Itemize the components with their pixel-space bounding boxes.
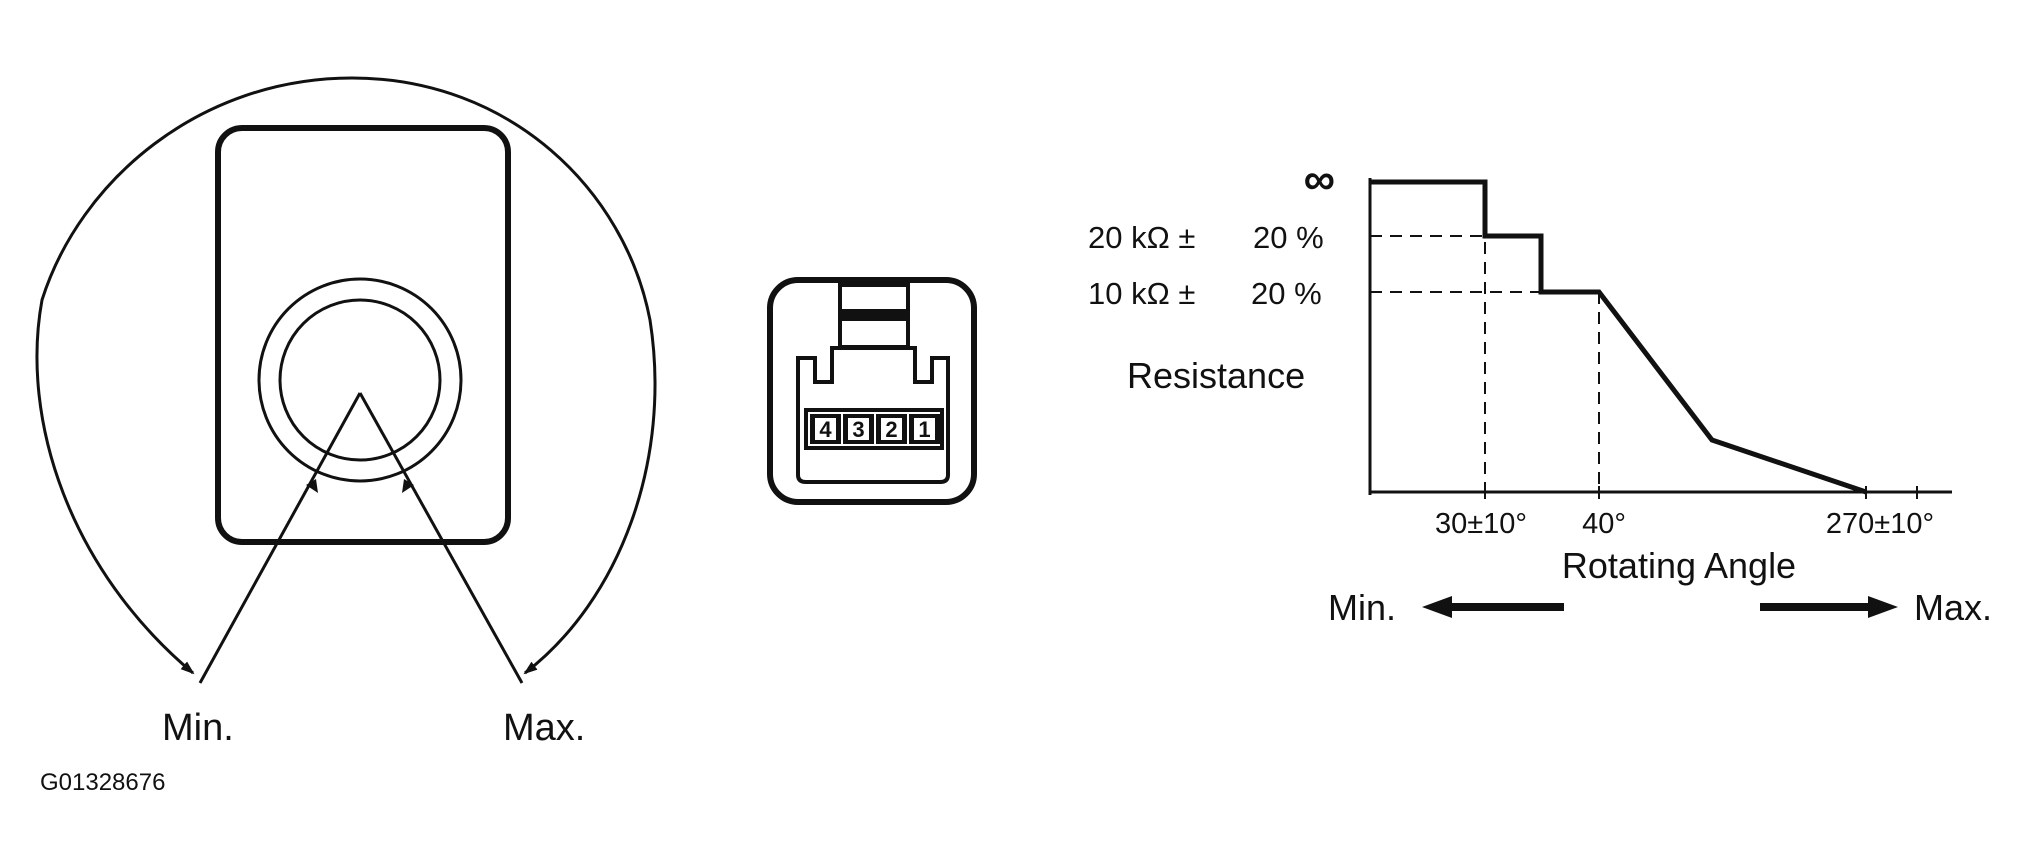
terminal-4: 4	[810, 414, 841, 444]
figure-id-label: G01328676	[40, 769, 165, 796]
direction-max-label: Max.	[1914, 587, 1992, 628]
terminal-2: 2	[876, 414, 907, 444]
connector-housing-outer	[767, 277, 977, 505]
direction-min-arrow	[1422, 596, 1564, 618]
rotation-arc-max	[351, 76, 657, 675]
pointer-min-tick	[306, 479, 318, 493]
resistance-graph	[1368, 178, 1952, 499]
connector-terminal-block	[804, 408, 944, 450]
connector-terminals: 4 3 2 1	[810, 414, 940, 444]
rotor-inner-ring	[278, 298, 442, 462]
rotation-arc-min	[35, 76, 353, 675]
svg-text:4: 4	[819, 417, 832, 442]
svg-text:1: 1	[918, 417, 930, 442]
pointer-max-line	[358, 392, 524, 684]
y-level-10k-value: 10 kΩ ±	[1088, 276, 1195, 311]
svg-text:2: 2	[885, 417, 897, 442]
terminal-1: 1	[909, 414, 940, 444]
connector-latch-band	[840, 309, 908, 321]
y-level-20k-tolerance: 20 %	[1253, 220, 1324, 255]
x-tick-label-270: 270±10°	[1826, 508, 1934, 540]
sensor-housing	[215, 125, 511, 545]
svg-text:3: 3	[852, 417, 864, 442]
rotor-outer-ring	[257, 277, 463, 483]
connector-housing-inner	[796, 346, 950, 484]
resistance-curve	[1370, 179, 1867, 495]
pointer-max-tick	[402, 479, 414, 493]
sensor-max-label: Max.	[503, 707, 585, 749]
connector-view	[767, 277, 977, 505]
terminal-3: 3	[843, 414, 874, 444]
x-tick-label-30: 30±10°	[1435, 508, 1527, 540]
y-axis-label: Resistance	[1127, 355, 1305, 396]
direction-max-arrow	[1760, 596, 1898, 618]
y-level-20k-value: 20 kΩ ±	[1088, 220, 1195, 255]
direction-min-label: Min.	[1328, 587, 1396, 628]
sensor-front-view	[35, 76, 657, 684]
y-level-10k-tolerance: 20 %	[1251, 276, 1322, 311]
pointer-min-line	[198, 392, 362, 684]
y-level-infinity: ∞	[1304, 155, 1335, 204]
x-axis-label: Rotating Angle	[1562, 545, 1796, 586]
sensor-min-label: Min.	[162, 707, 234, 749]
x-tick-label-40: 40°	[1582, 508, 1626, 540]
